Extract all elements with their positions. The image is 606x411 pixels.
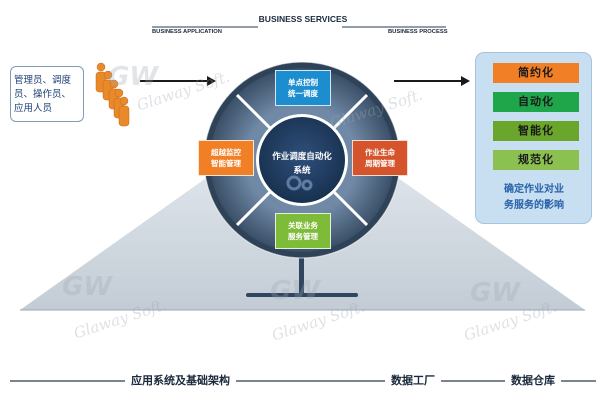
benefits-summary: 确定作业对业 务服务的影响 xyxy=(478,182,590,214)
benefit-item: 智能化 xyxy=(493,121,579,141)
user-roles-line: 员、操作员、 xyxy=(14,89,72,100)
box-line: 服务管理 xyxy=(288,232,318,241)
watermark-logo: GW xyxy=(62,272,113,302)
single-point-control-box[interactable]: 单点控制 统一调度 xyxy=(275,70,331,106)
business-services-title: BUSINESS SERVICES xyxy=(258,14,348,24)
box-line: 单点控制 xyxy=(288,78,318,87)
watermark-logo: GW xyxy=(470,278,521,308)
box-line: 超越监控 xyxy=(211,148,241,157)
stand-post xyxy=(299,235,304,295)
summary-line: 务服务的影响 xyxy=(504,200,564,211)
watermark-logo: GW xyxy=(108,62,159,92)
summary-line: 确定作业对业 xyxy=(504,184,564,195)
monitoring-box[interactable]: 超越监控 智能管理 xyxy=(198,140,254,176)
business-service-box[interactable]: 关联业务 服务管理 xyxy=(275,213,331,249)
benefit-item: 规范化 xyxy=(493,150,579,170)
job-lifecycle-box[interactable]: 作业生命 周期管理 xyxy=(352,140,408,176)
stand-base xyxy=(246,293,358,297)
center-line: 作业调度自动化 xyxy=(272,152,332,162)
box-line: 关联业务 xyxy=(288,221,318,230)
benefit-item: 简约化 xyxy=(493,63,579,83)
watermark-logo: GW xyxy=(270,276,321,306)
business-process-label: BUSINESS PROCESS xyxy=(388,29,448,35)
gear-icon xyxy=(286,175,313,191)
people-icon xyxy=(95,62,130,127)
box-line: 智能管理 xyxy=(211,159,241,168)
box-line: 作业生命 xyxy=(365,148,395,157)
user-roles-line: 管理员、调度 xyxy=(14,75,72,86)
user-roles-box: 管理员、调度 员、操作员、 应用人员 xyxy=(10,66,84,122)
footer-label-data-factory: 数据工厂 xyxy=(385,372,441,388)
center-disc xyxy=(259,117,345,203)
box-line: 统一调度 xyxy=(288,89,318,98)
user-roles-line: 应用人员 xyxy=(14,103,53,114)
box-line: 周期管理 xyxy=(365,159,395,168)
center-line: 系统 xyxy=(293,166,311,176)
benefit-item: 自动化 xyxy=(493,92,579,112)
footer-label-infrastructure: 应用系统及基础架构 xyxy=(125,372,236,388)
footer-label-data-warehouse: 数据仓库 xyxy=(505,372,561,388)
center-system-label: 作业调度自动化 系统 xyxy=(262,150,342,178)
business-application-label: BUSINESS APPLICATION xyxy=(152,29,222,35)
